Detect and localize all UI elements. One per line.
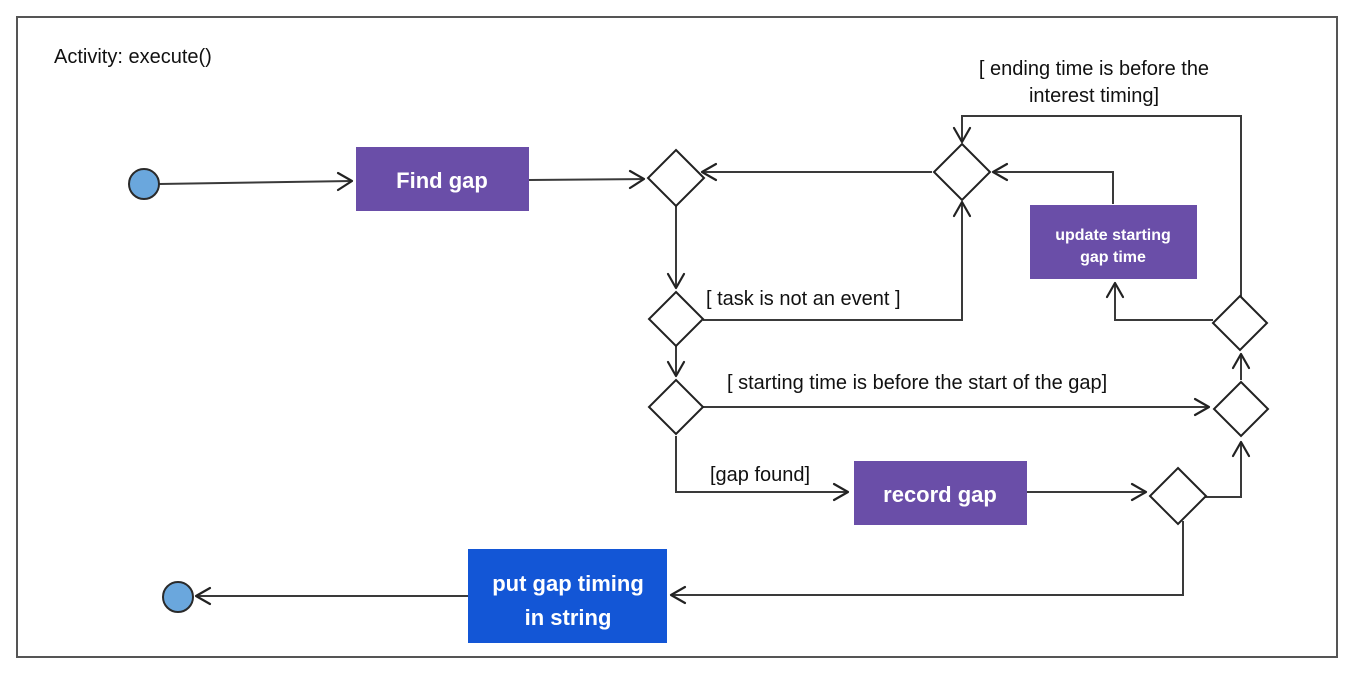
guard-ending-time-line1: [ ending time is before the: [979, 58, 1209, 80]
action-put-gap-timing: put gap timing in string: [468, 549, 667, 643]
decision-node-event: [647, 290, 705, 348]
update-starting-box: [1030, 205, 1197, 279]
arrowhead-merge-left-from-top: [700, 162, 718, 182]
edge-ending-time-loop: [961, 115, 1242, 297]
arrowhead-decision-upper: [1231, 352, 1251, 370]
action-find-gap: Find gap: [356, 147, 529, 211]
update-starting-label-line2: gap time: [1080, 249, 1146, 266]
edge-decision-bottom-to-decision-right: [1205, 442, 1242, 498]
put-gap-timing-label-line2: in string: [525, 605, 612, 630]
decision-node-bottom: [1148, 466, 1208, 526]
guard-ending-time-line2: interest timing]: [1029, 85, 1159, 107]
activity-title: Activity: execute(): [54, 46, 212, 68]
arrowhead-find-gap: [336, 171, 354, 192]
edge-find-gap-to-merge: [528, 178, 645, 181]
find-gap-box: [356, 147, 529, 211]
arrowhead-put-timing: [669, 585, 687, 605]
arrowhead-decision-event: [666, 272, 686, 290]
decision-nodes: [646, 142, 1270, 526]
arrowhead-merge-top-top: [952, 126, 972, 144]
record-gap-box: [854, 461, 1027, 525]
merge-node-top: [932, 142, 992, 202]
arrowhead-decision-right-bottom: [1231, 440, 1251, 458]
edge-update-to-merge-top: [993, 171, 1114, 204]
arrowhead-decision-gap: [666, 360, 686, 378]
arrowhead-merge-left-in: [628, 169, 646, 190]
record-gap-label: record gap: [883, 482, 997, 507]
put-gap-timing-box: [468, 549, 667, 643]
edge-not-event-to-merge-top: [703, 202, 963, 321]
guard-starting-time: [ starting time is before the start of t…: [727, 372, 1107, 394]
merge-node-right: [1212, 380, 1270, 438]
merge-node-left: [646, 148, 706, 208]
find-gap-label: Find gap: [396, 168, 488, 193]
decision-node-upper-right: [1211, 294, 1269, 352]
action-record-gap: record gap: [854, 461, 1027, 525]
initial-node: [128, 168, 160, 200]
guard-gap-found: [gap found]: [710, 464, 810, 486]
arrowhead-record-gap: [832, 482, 850, 502]
flow-edges: [158, 115, 1242, 597]
put-gap-timing-label-line1: put gap timing: [492, 571, 644, 596]
edge-decision-bottom-to-put-timing: [671, 521, 1184, 596]
edge-gap-found-to-record-gap: [675, 436, 848, 493]
arrowhead-decision-right-left: [1193, 397, 1211, 417]
arrowhead-merge-top-right: [991, 162, 1009, 182]
guard-task-not-event: [ task is not an event ]: [706, 288, 901, 310]
arrowhead-decision-bottom: [1130, 482, 1148, 502]
edge-upper-to-update: [1114, 283, 1213, 321]
update-starting-label-line1: update starting: [1055, 227, 1171, 244]
arrowheads: [194, 126, 1251, 606]
arrowhead-end: [194, 586, 212, 606]
action-update-starting-gap-time: update starting gap time: [1030, 205, 1197, 279]
decision-node-gap: [647, 378, 705, 436]
arrowhead-update: [1105, 281, 1125, 299]
final-node: [162, 581, 194, 613]
arrowhead-merge-top-bottom: [952, 200, 972, 218]
edge-start-to-find-gap: [158, 180, 353, 185]
